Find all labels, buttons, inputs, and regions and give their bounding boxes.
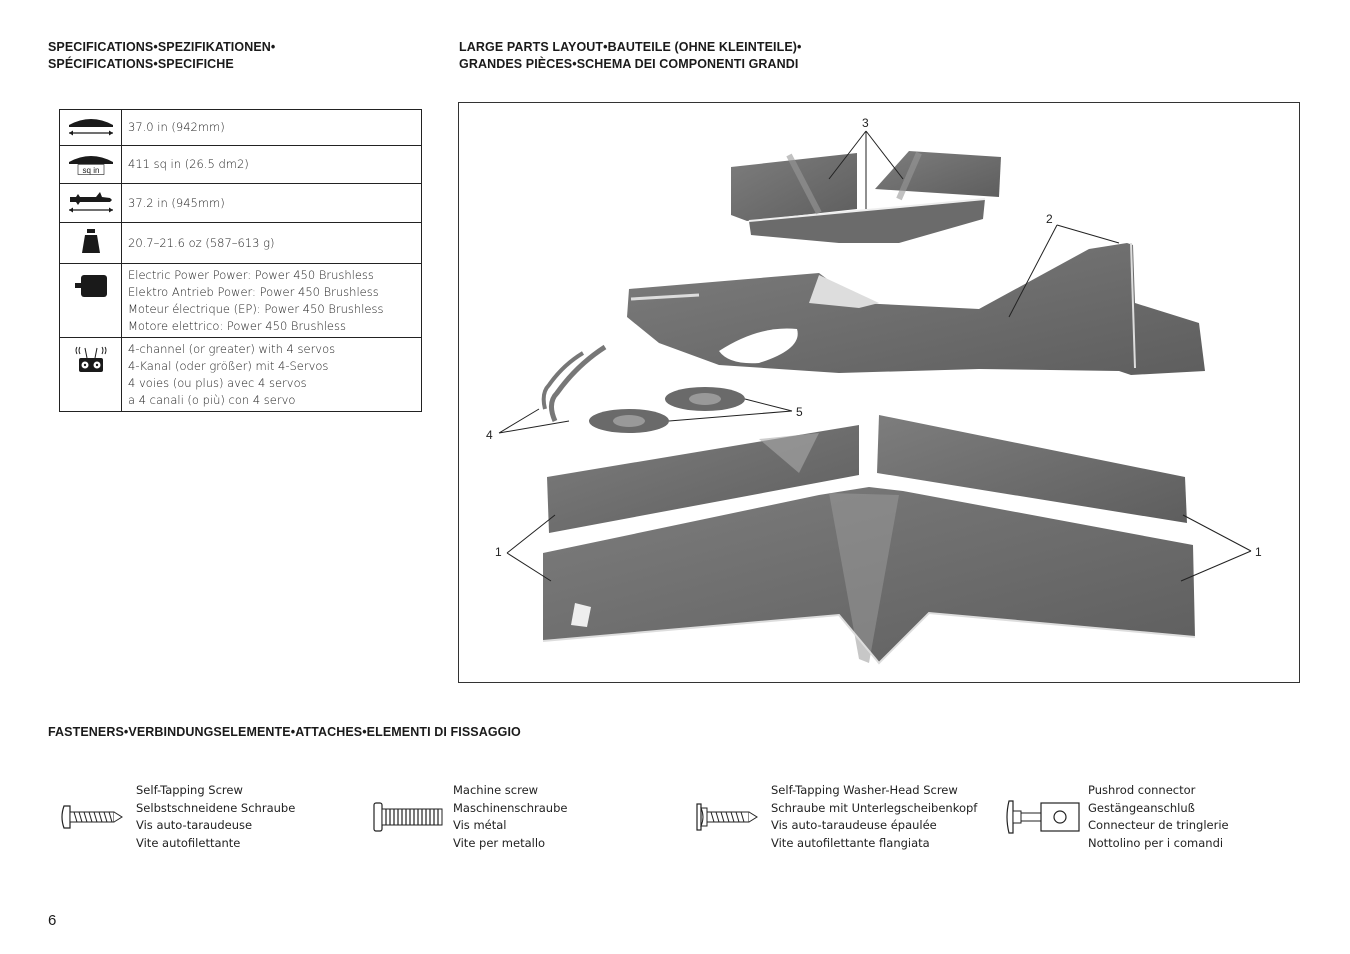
- page-number: 6: [48, 912, 57, 929]
- fastener-3-line-de: Schraube mit Unterlegscheibenkopf: [771, 800, 978, 815]
- fastener-4-line-it: Nottolino per i comandi: [1088, 835, 1224, 850]
- length-icon: [59, 183, 122, 223]
- fastener-washer-head-screw: Self-Tapping Washer-Head Screw Schraube …: [695, 782, 977, 852]
- fastener-3-line-it: Vite autofilettante flangiata: [771, 835, 930, 850]
- specifications-table: 37.0 in (942mm) sq in 411 sq in (26.5 dm…: [59, 109, 422, 412]
- main-wing-part: [542, 487, 1196, 665]
- fastener-4-line-en: Pushrod connector: [1088, 783, 1196, 797]
- weight-icon: [59, 222, 122, 264]
- fastener-machine-screw: Machine screw Maschinenschraube Vis méta…: [372, 782, 567, 852]
- fastener-1-line-fr: Vis auto-taraudeuse: [136, 818, 253, 832]
- spec-motor-line-en: Electric Power Power: Power 450 Brushles…: [128, 267, 374, 282]
- fastener-2-line-en: Machine screw: [453, 783, 539, 797]
- fastener-1-line-de: Selbstschneidene Schraube: [136, 800, 296, 815]
- spec-radio-line-en: 4-channel (or greater) with 4 servos: [128, 341, 336, 356]
- radio-transmitter-icon: [59, 337, 122, 412]
- spec-row-weight: 20.7–21.6 oz (587–613 g): [59, 222, 422, 264]
- specifications-heading: SPECIFICATIONS•SPEZIFIKATIONEN• SPÉCIFIC…: [48, 39, 275, 73]
- spec-weight-value: 20.7–21.6 oz (587–613 g): [128, 235, 275, 250]
- spec-row-motor: Electric Power Power: Power 450 Brushles…: [59, 263, 422, 338]
- spec-motor-line-fr: Moteur électrique (EP): Power 450 Brushl…: [128, 301, 384, 316]
- callout-1-left: 1: [495, 545, 502, 559]
- fasteners-heading: FASTENERS•VERBINDUNGSELEMENTE•ATTACHES•E…: [48, 725, 521, 739]
- fastener-1-line-en: Self-Tapping Screw: [136, 783, 243, 797]
- spec-row-wingspan: 37.0 in (942mm): [59, 109, 422, 146]
- large-parts-heading-line2: GRANDES PIÈCES•SCHEMA DEI COMPONENTI GRA…: [459, 57, 799, 71]
- fastener-self-tapping-screw: Self-Tapping Screw Selbstschneidene Schr…: [60, 782, 295, 852]
- specifications-heading-line2: SPÉCIFICATIONS•SPECIFICHE: [48, 57, 234, 71]
- horizontal-stabilizer-part: [731, 151, 1001, 243]
- callout-3: 3: [862, 116, 869, 130]
- wingspan-icon: [59, 109, 122, 146]
- large-parts-heading: LARGE PARTS LAYOUT•BAUTEILE (OHNE KLEINT…: [459, 39, 802, 73]
- pushrod-connector-icon: [1003, 782, 1088, 852]
- fastener-2-line-de: Maschinenschraube: [453, 800, 568, 815]
- callout-1-right: 1: [1255, 545, 1262, 559]
- spec-radio-line-it: a 4 canali (o più) con 4 servo: [128, 392, 296, 407]
- fastener-2-line-it: Vite per metallo: [453, 835, 546, 850]
- fastener-4-line-de: Gestängeanschluß: [1088, 800, 1195, 815]
- spec-wingspan-value: 37.0 in (942mm): [128, 120, 225, 134]
- fastener-4-line-fr: Connecteur de tringlerie: [1088, 818, 1229, 832]
- spec-row-radio: 4-channel (or greater) with 4 servos 4-K…: [59, 337, 422, 412]
- fastener-3-line-fr: Vis auto-taraudeuse épaulée: [771, 818, 937, 832]
- large-parts-heading-line1: LARGE PARTS LAYOUT•BAUTEILE (OHNE KLEINT…: [459, 40, 802, 54]
- fastener-2-line-fr: Vis métal: [453, 818, 507, 832]
- spec-motor-line-it: Motore elettrico: Power 450 Brushless: [128, 318, 346, 333]
- motor-icon: [59, 263, 122, 338]
- spec-wing-area-value: 411 sq in (26.5 dm2): [128, 157, 249, 171]
- callout-leader-lines: [498, 130, 1252, 582]
- spec-row-wing-area: sq in 411 sq in (26.5 dm2): [59, 145, 422, 184]
- spec-radio-line-de: 4-Kanal (oder größer) mit 4-Servos: [128, 358, 329, 373]
- fastener-3-line-en: Self-Tapping Washer-Head Screw: [771, 783, 958, 797]
- fastener-pushrod-connector: Pushrod connector Gestängeanschluß Conne…: [1003, 782, 1229, 852]
- washer-head-screw-icon: [695, 782, 771, 852]
- wing-area-icon: sq in: [59, 145, 122, 184]
- large-parts-photo: 3 2 4 5 1 1: [458, 102, 1300, 683]
- fuselage-part: [627, 242, 1205, 375]
- self-tapping-screw-icon: [60, 782, 136, 852]
- landing-gear-part: [541, 344, 607, 423]
- aileron-parts: [547, 415, 1187, 533]
- spec-motor-line-de: Elektro Antrieb Power: Power 450 Brushle…: [128, 284, 379, 299]
- wing-area-icon-label: sq in: [82, 166, 99, 175]
- callout-4: 4: [486, 428, 493, 442]
- specifications-heading-line1: SPECIFICATIONS•SPEZIFIKATIONEN•: [48, 40, 276, 54]
- wheel-pants-part: [589, 387, 745, 433]
- machine-screw-icon: [372, 782, 453, 852]
- spec-length-value: 37.2 in (945mm): [128, 195, 225, 210]
- spec-radio-line-fr: 4 voies (ou plus) avec 4 servos: [128, 375, 307, 390]
- callout-5: 5: [796, 405, 803, 419]
- callout-2: 2: [1046, 212, 1053, 226]
- fastener-1-line-it: Vite autofilettante: [136, 835, 241, 850]
- spec-row-length: 37.2 in (945mm): [59, 183, 422, 223]
